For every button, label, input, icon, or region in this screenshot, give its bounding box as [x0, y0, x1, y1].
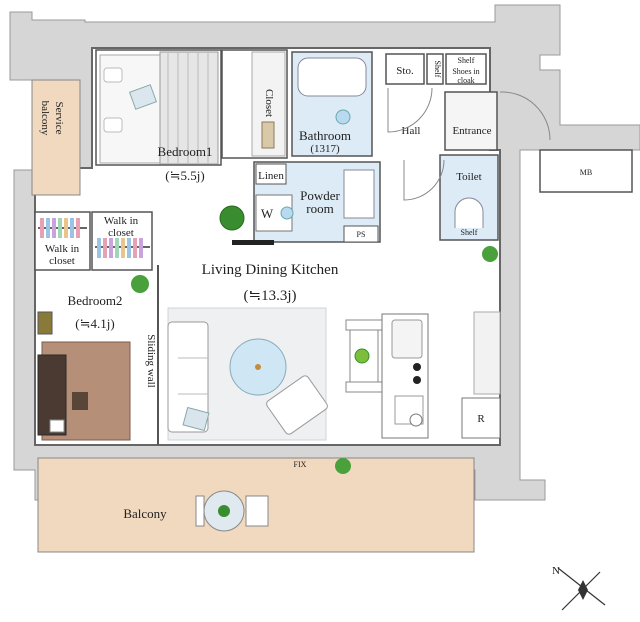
balcony-label: Balcony: [123, 506, 167, 521]
washer-label: W: [261, 206, 274, 221]
refrigerator-label: R: [477, 413, 485, 425]
closet-drawers: [261, 121, 275, 149]
vanity: [343, 169, 375, 219]
cupboard: [473, 311, 501, 395]
plant-3: [482, 246, 498, 262]
compass-north-label: N: [552, 565, 560, 577]
bedroom2-label: Bedroom2: [68, 293, 123, 308]
service-balcony-label-2: balcony: [39, 101, 51, 136]
walk-in-closet-1-label-2: closet: [49, 255, 75, 267]
bedroom1-area-label: (≒5.5j): [165, 168, 204, 183]
armchair: [266, 375, 328, 435]
ps-label: PS: [357, 230, 366, 239]
toilet-door-swing: [403, 159, 445, 201]
linen-label: Linen: [258, 170, 284, 182]
entrance-label: Entrance: [452, 125, 491, 137]
desk-chair: [72, 392, 88, 410]
balcony-chair-2: [245, 495, 269, 527]
bathroom-size-label: (1317): [310, 143, 340, 155]
storage-label: Sto.: [396, 65, 414, 77]
bathtub: [297, 57, 367, 97]
stove-burner-1: [413, 363, 421, 371]
mb-label: MB: [580, 168, 592, 177]
toilet-bowl: [454, 197, 484, 228]
balcony-plant: [218, 505, 230, 517]
entrance-door-swing: [499, 91, 551, 141]
hanging-clothes-1: [38, 218, 87, 238]
compass: N: [552, 565, 606, 611]
mb-area: [539, 149, 633, 193]
shelf-1-area: [426, 53, 444, 85]
powder-room-label-1: Powder: [300, 188, 340, 203]
kitchen-sink: [391, 319, 423, 359]
refrigerator: [461, 397, 501, 439]
toilet-label: Toilet: [456, 171, 482, 183]
dining-centerpiece: [354, 348, 370, 364]
closet-label: Closet: [263, 89, 275, 117]
plant-1: [219, 205, 245, 231]
shoes-cloak-label-2: cloak: [457, 76, 474, 85]
balcony-chair-1: [195, 495, 205, 527]
service-balcony-floor: [31, 79, 81, 196]
desk-item: [49, 419, 65, 433]
kettle: [409, 413, 423, 427]
powder-room-label-2: room: [306, 201, 333, 216]
ps-area: [343, 225, 379, 243]
bedroom1-label: Bedroom1: [158, 144, 213, 159]
hanging-clothes-2: [95, 238, 150, 258]
hall-label: Hall: [402, 125, 421, 137]
tv-console: [232, 240, 274, 245]
sofa-cushion: [182, 406, 210, 432]
walk-in-closet-1-area: [34, 211, 91, 271]
shoes-cloak-area: [445, 53, 487, 85]
shoes-cloak-label-1: Shoes in: [452, 67, 479, 76]
ldk-label: Living Dining Kitchen: [202, 262, 339, 278]
dining-chair-2: [345, 381, 383, 393]
shelf-3-label: Shelf: [461, 228, 478, 237]
walk-in-closet-1-label-1: Walk in: [45, 243, 80, 255]
storage-area: [385, 53, 425, 85]
ldk-area-label: (≒13.3j): [244, 288, 297, 304]
cushion-1: [128, 84, 158, 110]
pillow-1: [103, 67, 123, 83]
plant-2: [131, 275, 149, 293]
shelf-1-label: Shelf: [433, 61, 442, 78]
dining-chair-1: [345, 319, 383, 331]
fix-label: FIX: [294, 460, 307, 469]
plant-4: [335, 458, 351, 474]
sliding-wall-label: Sliding wall: [145, 334, 157, 387]
service-balcony-label-1: Service: [53, 102, 65, 135]
bookshelf: [37, 311, 53, 335]
bathroom-label: Bathroom: [299, 128, 351, 143]
linen-area: [255, 163, 287, 185]
pillow-2: [103, 117, 123, 133]
bath-drain: [335, 109, 351, 125]
storage-door-swing: [387, 87, 433, 133]
walk-in-closet-2-label-1: Walk in: [104, 215, 139, 227]
walk-in-closet-2-label-2: closet: [108, 227, 134, 239]
sofa: [167, 321, 209, 433]
shelf-2-label: Shelf: [458, 56, 475, 65]
balcony-floor: [37, 457, 475, 553]
stove-burner-2: [413, 376, 421, 384]
bedroom2-area-label: (≒4.1j): [75, 316, 114, 331]
entrance-area: [444, 91, 498, 151]
